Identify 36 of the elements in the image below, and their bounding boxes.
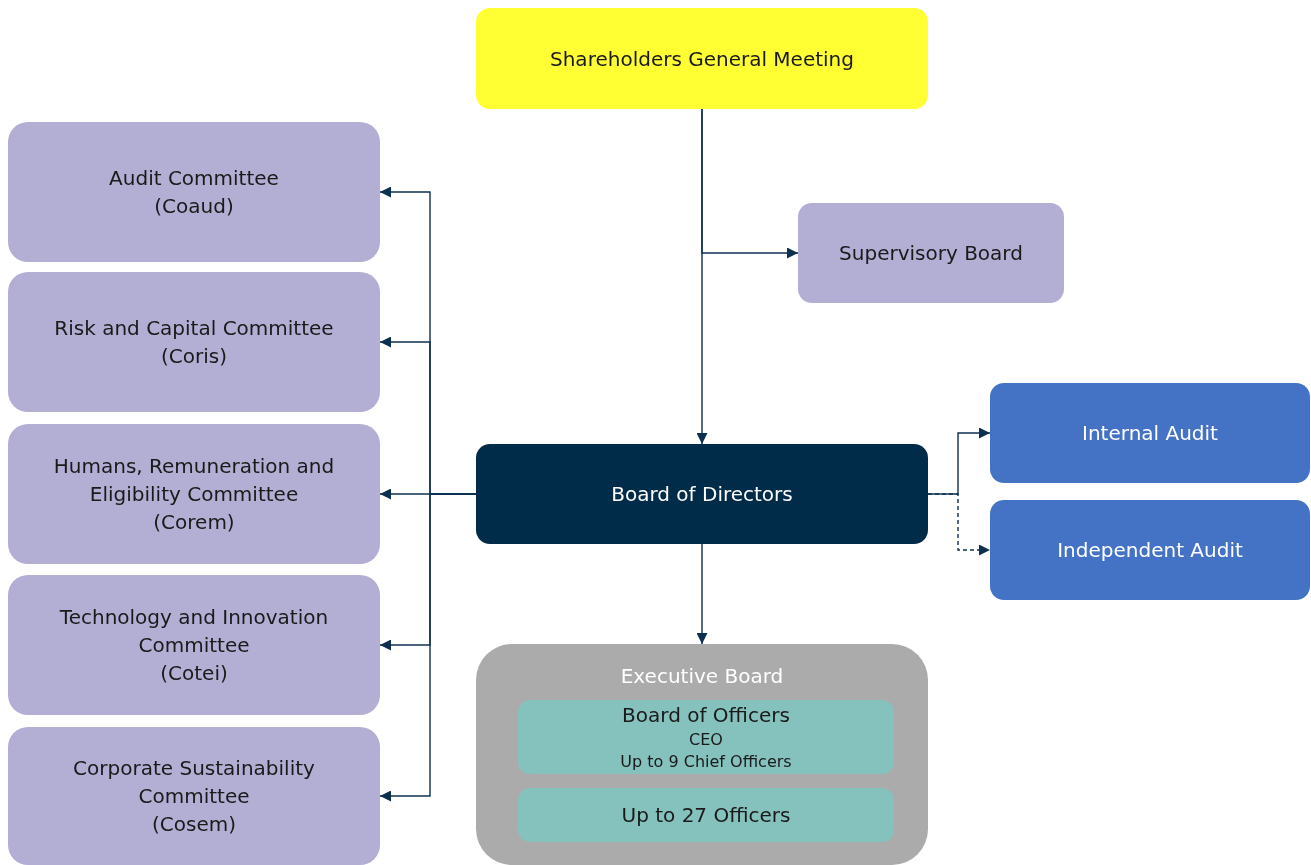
box-title: Humans, Remuneration and Eligibility Committee — [52, 453, 336, 508]
box-title: Audit Committee — [109, 165, 279, 192]
officers-box — [518, 788, 894, 842]
officers-box — [518, 700, 894, 774]
box-title: Supervisory Board — [839, 240, 1023, 267]
box-title: Executive Board — [620, 663, 784, 690]
box-title: Internal Audit — [1082, 420, 1218, 447]
connector-arrow — [701, 108, 799, 259]
box-subtitle: (Coris) — [161, 343, 227, 370]
box-title: Technology and Innovation Committee — [58, 604, 330, 659]
audit-box — [990, 500, 1310, 600]
audit-box — [990, 383, 1310, 483]
committee-box — [8, 122, 380, 262]
box-subtitle: CEO — [689, 728, 723, 751]
box-title: Corporate Sustainability Committee — [72, 755, 316, 810]
connector-arrow — [927, 493, 991, 556]
box-subtitle: (Corem) — [153, 509, 235, 536]
committee-box — [8, 575, 380, 715]
box-title: Risk and Capital Committee — [54, 315, 334, 342]
meeting-box — [476, 8, 928, 109]
board-box — [798, 203, 1064, 303]
board-box — [476, 444, 928, 544]
committee-box — [8, 727, 380, 865]
box-subtitle: Up to 9 Chief Officers — [620, 751, 792, 773]
box-subtitle: (Cotei) — [160, 660, 228, 687]
committee-box — [8, 272, 380, 412]
box-title: Board of Directors — [611, 481, 793, 508]
committee-box — [8, 424, 380, 564]
connector-arrow — [696, 543, 708, 645]
box-title: Board of Officers — [622, 701, 790, 729]
box-title: Up to 27 Officers — [621, 802, 791, 829]
box-subtitle: (Coaud) — [154, 193, 234, 220]
box-subtitle: (Cosem) — [152, 811, 236, 838]
box-title: Independent Audit — [1057, 537, 1243, 564]
group-box — [476, 644, 928, 865]
box-title: Shareholders General Meeting — [550, 45, 854, 73]
